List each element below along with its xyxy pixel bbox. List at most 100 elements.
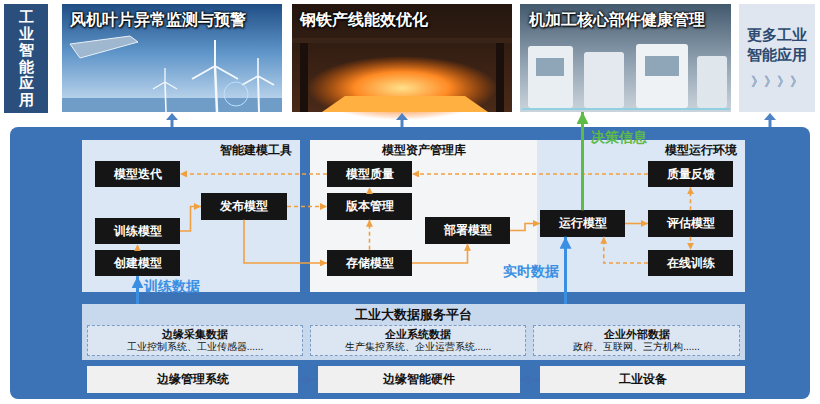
connector [625,223,648,225]
connector [581,112,584,210]
turbine-blades [192,40,238,79]
connector [136,276,139,304]
connector [369,220,371,250]
platform-panel [10,127,810,399]
node-title: 工业智能应用 [19,9,34,108]
node-title: 模型迭代 [106,164,170,184]
edge-label-box: 训练数据 [144,277,200,295]
hot-slab [322,96,488,112]
up-arrow [171,119,174,127]
connector [287,206,327,208]
edge-label: 实时数据 [503,263,559,279]
up-arrowhead [396,113,408,120]
data-source-box: 企业外部数据政府、互联网、三方机构...... [533,325,740,356]
wind-sea [62,98,282,112]
connector [564,237,567,304]
connector [412,244,468,263]
application-card: 机加工核心部件健康管理 [521,4,731,112]
node-title: 质量反馈 [659,164,723,184]
turbine-tower [165,82,166,112]
up-arrow [769,119,772,127]
process-box: 训练模型 [95,218,180,244]
steel-beam [292,38,512,43]
blade-cutaway [70,36,138,58]
connector [298,378,318,381]
process-box: 发布模型 [201,193,287,219]
application-card: 钢铁产线能效优化 [292,4,512,112]
platform-band: 工业大数据服务平台边缘采集数据工业控制系统、工业传感器......企业系统数据生… [82,304,745,360]
infrastructure-box: 工业设备 [540,366,745,393]
connector [369,187,371,193]
module-panel: 模型资产管理库模型质量版本管理部署模型存储模型 [310,140,537,292]
node-title: 运行模型 [551,213,615,233]
node-title: 模型质量 [338,164,402,184]
node-title: 工业设备 [619,371,667,388]
node-title: 边缘智能硬件 [383,371,455,388]
node-title: 风机叶片异常监测与预警 [62,4,282,37]
infrastructure-box: 边缘智能硬件 [318,366,520,393]
node-title: 部署模型 [436,220,500,240]
node-title: 存储模型 [338,253,402,273]
node-text: 政府、互联网、三方机构...... [573,341,700,353]
machine-window [536,58,564,76]
node-title: 企业系统数据 [385,328,451,341]
grid-line [522,109,730,110]
connector [510,223,540,230]
edge-label-box: 决策信息 [591,128,647,146]
steel-column [496,43,504,112]
node-text: 生产集控系统、企业运营系统...... [345,341,492,353]
machine-window [645,56,679,76]
machine [584,52,624,108]
process-box: 部署模型 [425,217,510,243]
process-box: 版本管理 [327,193,412,219]
more-apps-card: 更多工业智能应用》》》》 [739,4,815,112]
machine [697,56,727,108]
connector [244,220,327,263]
process-box: 创建模型 [95,250,180,276]
edge-label-box: 实时数据 [503,262,559,280]
node-title: 训练模型 [106,221,170,241]
up-arrow [401,119,404,127]
edge-label: 训练数据 [144,278,200,294]
data-source-box: 企业系统数据生产集控系统、企业运营系统...... [310,325,526,356]
node-title: 边缘采集数据 [162,328,228,341]
data-source-box: 边缘采集数据工业控制系统、工业传感器...... [87,325,303,356]
module-panel: 模型运行环境质量反馈运行模型评估模型在线训练 [537,140,745,292]
machine [528,46,573,108]
process-box: 模型迭代 [95,161,180,187]
node-title: 模型资产管理库 [310,140,537,160]
turbine-blades [153,68,177,89]
connector [137,244,139,250]
steel-column [300,43,308,112]
connector [412,173,648,175]
turbine-tower [258,76,259,112]
node-text: 工业控制系统、工业传感器...... [127,341,264,353]
connector [520,378,540,381]
turbine-blades [242,58,274,85]
process-box: 运行模型 [540,210,625,236]
hud-ring [224,82,248,106]
up-arrowhead [764,113,776,120]
process-box: 模型质量 [327,161,412,187]
wind-sky [62,4,282,112]
node-title: 更多工业智能应用 [745,25,809,66]
node-title: 智能建模工具 [82,140,300,160]
connector [690,237,692,250]
node-title: 版本管理 [338,196,402,216]
node-title: 企业外部数据 [604,328,670,341]
connector [604,237,648,263]
process-box: 在线训练 [648,250,733,276]
turbine-tower [215,66,217,112]
edge-label: 决策信息 [591,129,647,145]
node-title: 发布模型 [212,196,276,216]
node-text: 》》》》 [751,73,803,91]
module-panel: 智能建模工具模型迭代发布模型训练模型创建模型 [82,140,300,292]
machining-background [520,4,731,112]
infrastructure-box: 边缘管理系统 [87,366,298,393]
application-card: 风机叶片异常监测与预警 [62,4,282,112]
node-title: 创建模型 [106,253,170,273]
node-title: 机加工核心部件健康管理 [521,4,731,37]
node-title: 在线训练 [659,253,723,273]
node-title: 评估模型 [659,213,723,233]
